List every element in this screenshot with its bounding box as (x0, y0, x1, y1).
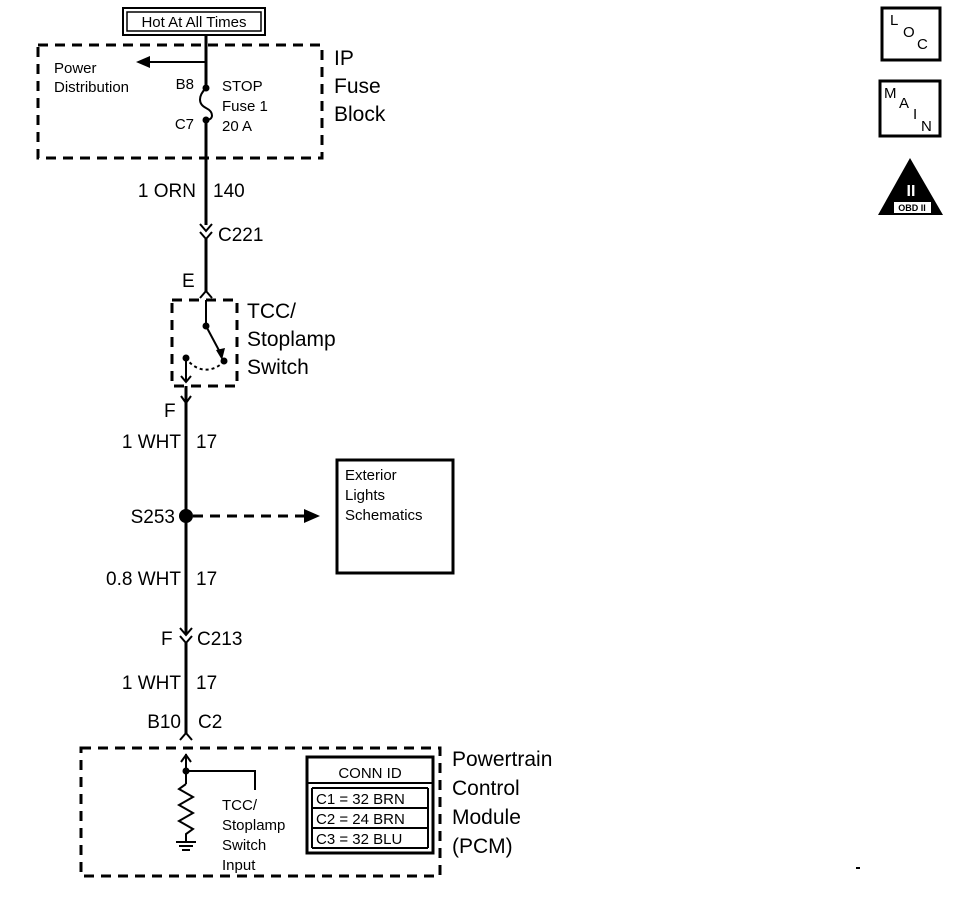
main-badge[interactable]: M A I N (878, 79, 942, 138)
pcm-title-4: (PCM) (452, 835, 513, 858)
wire3-gauge-color: 0.8 WHT (106, 569, 181, 590)
hot-at-all-times-box: Hot At All Times (122, 7, 266, 36)
pcm-title-2: Control (452, 777, 520, 800)
conn-id-row-2: C2 = 24 BRN (316, 811, 405, 828)
tcc-switch-title-1: TCC/ (247, 300, 296, 323)
pcm-input-label-1: TCC/ (222, 797, 258, 814)
main-letter-i: I (913, 106, 917, 123)
wire4-circuit: 17 (196, 673, 217, 694)
pcm-title-1: Powertrain (452, 748, 552, 771)
power-distribution-arrowhead (136, 56, 150, 68)
pcm-outline (79, 746, 442, 878)
pcm-input-label-2: Stoplamp (222, 817, 285, 834)
fuse-label-3: 20 A (222, 118, 252, 135)
pcm-input-label-3: Switch (222, 837, 266, 854)
conn-id-row-3: C3 = 32 BLU (316, 831, 402, 848)
loc-badge[interactable]: L O C (880, 6, 942, 62)
tcc-switch-outline (170, 298, 239, 388)
exterior-lights-box (335, 458, 455, 575)
wire3-circuit: 17 (196, 569, 217, 590)
conn-id-row-1: C1 = 32 BRN (316, 791, 405, 808)
pcm-connector (179, 731, 193, 741)
tcc-switch-out-arrow (180, 375, 192, 384)
pcm-connector-id: C2 (198, 712, 222, 733)
conn-id-header: CONN ID (338, 765, 402, 782)
pcm-input-label-4: Input (222, 857, 256, 874)
wire2-gauge-color: 1 WHT (122, 432, 182, 453)
wire4-gauge-color: 1 WHT (122, 673, 182, 694)
main-letter-a: A (899, 95, 909, 112)
fuse-label-1: STOP (222, 78, 263, 95)
power-distribution-label-1: Power (54, 60, 97, 77)
ip-fuse-block-title-3: Block (334, 103, 386, 126)
exterior-lights-label-3: Schematics (345, 507, 423, 524)
splice-s253-label: S253 (131, 507, 175, 528)
fuse-label-2: Fuse 1 (222, 98, 268, 115)
c213-label: C213 (197, 629, 242, 650)
pcm-pull-down-resistor (176, 783, 196, 842)
tcc-switch-title-3: Switch (247, 356, 309, 379)
obd-ii-badge[interactable]: II OBD II (878, 158, 943, 215)
fuse-pin-bottom: C7 (175, 116, 194, 133)
exterior-lights-label-1: Exterior (345, 467, 397, 484)
tcc-in-connector (199, 289, 213, 299)
main-letter-n: N (921, 118, 932, 135)
wire1-gauge-color: 1 ORN (138, 181, 196, 202)
c221-label: C221 (218, 225, 263, 246)
hot-at-all-times-label: Hot At All Times (141, 14, 246, 31)
ip-fuse-block-outline (36, 43, 324, 160)
loc-letter-c: C (917, 36, 928, 53)
pcm-pin: B10 (147, 712, 181, 733)
fuse-symbol (199, 87, 213, 121)
pcm-ground-symbol (176, 841, 196, 851)
splice-s253-dot (179, 509, 193, 523)
conn-id-table: CONN ID C1 = 32 BRN C2 = 24 BRN C3 = 32 … (305, 755, 435, 855)
tcc-out-pin: F (164, 401, 176, 422)
splice-ref-arrowhead (304, 509, 320, 523)
loc-letter-o: O (903, 24, 915, 41)
c221-connector (199, 223, 213, 241)
ip-fuse-block-title-1: IP (334, 47, 354, 70)
tcc-switch-arrowhead (216, 348, 225, 360)
fuse-pin-top: B8 (176, 76, 194, 93)
loc-letter-l: L (890, 12, 898, 29)
pcm-input-arrow (180, 753, 192, 763)
wire2-circuit: 17 (196, 432, 217, 453)
tcc-switch-dotted-arc (185, 357, 225, 371)
pcm-input-tap (186, 770, 256, 790)
tcc-in-pin: E (182, 271, 195, 292)
pcm-title-3: Module (452, 806, 521, 829)
c213-pin: F (161, 629, 173, 650)
obd-ii-label: OBD II (898, 203, 926, 213)
wire1-circuit: 140 (213, 181, 245, 202)
tcc-switch-title-2: Stoplamp (247, 328, 336, 351)
obd-ii-numeral: II (907, 183, 916, 200)
ip-fuse-block-title-2: Fuse (334, 75, 381, 98)
main-letter-m: M (884, 85, 897, 102)
power-distribution-label-2: Distribution (54, 79, 129, 96)
exterior-lights-label-2: Lights (345, 487, 385, 504)
